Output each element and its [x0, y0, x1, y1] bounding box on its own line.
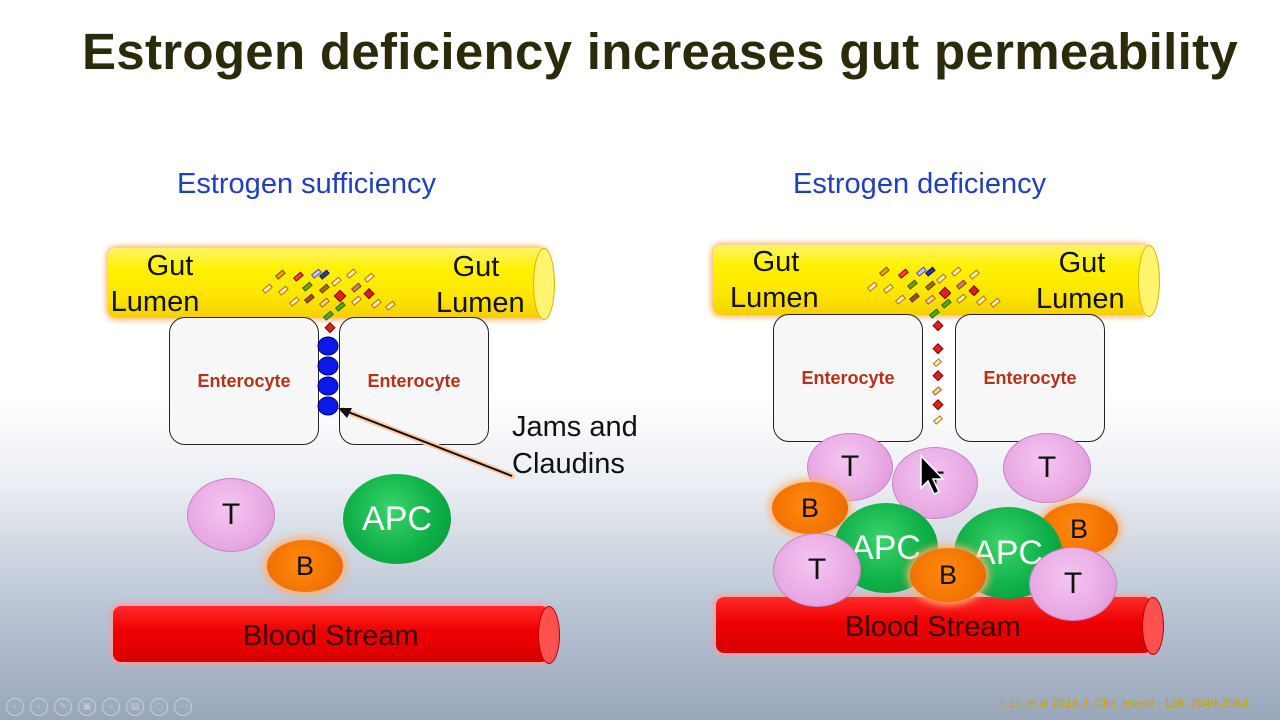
right-gut-label-2-line1: Gut: [1058, 247, 1106, 279]
left-gut-label-1-line2: Lumen: [110, 286, 200, 318]
mouse-cursor-icon: [920, 454, 945, 495]
left-enterocyte-1-label: Enterocyte: [197, 370, 291, 391]
left-enterocyte-2-label: Enterocyte: [367, 370, 461, 391]
presenter-toolbar: ‹ › ✎ ▣ ⌕ ▤ ◌ ⋯: [6, 698, 192, 716]
right-b-cell-1: B: [772, 482, 848, 534]
slide-title: Estrogen deficiency increases gut permea…: [81, 23, 1239, 80]
left-gut-label-1-line1: Gut: [146, 250, 194, 282]
right-enterocyte-2-label: Enterocyte: [983, 367, 1077, 388]
left-gut-tube-end: [533, 248, 555, 320]
laser-icon[interactable]: ◌: [150, 698, 168, 716]
right-gut-label-2-line2: Lumen: [1036, 283, 1125, 315]
right-gut-tube-end: [1138, 245, 1160, 317]
left-gut-particles: [261, 268, 396, 334]
right-b-cell-3: B: [910, 548, 986, 602]
zoom-icon[interactable]: ⌕: [102, 698, 120, 716]
subtitles-icon[interactable]: ▤: [126, 698, 144, 716]
junction-proteins: [317, 336, 339, 416]
left-blood-label: Blood Stream: [243, 620, 419, 652]
left-enterocyte-2: Enterocyte: [339, 317, 489, 445]
junction-arrow: [338, 407, 515, 479]
right-gut-label-2: Gut Lumen: [1036, 245, 1125, 317]
slides-icon[interactable]: ▣: [78, 698, 96, 716]
left-blood-stream-tube: [113, 606, 549, 662]
left-gut-lumen-tube: [108, 248, 546, 318]
tight-junction-label-line2: Claudins: [512, 448, 625, 480]
more-icon[interactable]: ⋯: [174, 698, 192, 716]
right-t-cell-5: T: [1029, 547, 1117, 621]
right-enterocyte-1-label: Enterocyte: [801, 367, 895, 388]
left-panel-heading: Estrogen sufficiency: [177, 168, 436, 200]
right-gut-lumen-tube: [713, 245, 1149, 315]
citation: J. Li, et al 2016 J. Clin. Invest . 126:…: [997, 696, 1248, 710]
right-gut-particles: [866, 266, 1001, 319]
next-icon[interactable]: ›: [30, 698, 48, 716]
right-gut-label-1: Gut Lumen: [730, 244, 819, 316]
tight-junction-label: Jams and Claudins: [512, 409, 638, 483]
right-blood-tube-end: [1142, 597, 1164, 655]
left-apc-cell: APC: [343, 474, 451, 564]
right-t-cell-4: T: [773, 533, 861, 607]
left-t-cell: T: [187, 478, 275, 552]
left-gut-label-2-line1: Gut: [452, 251, 500, 283]
left-blood-tube-end: [538, 606, 560, 664]
right-blood-label: Blood Stream: [845, 611, 1021, 643]
prev-icon[interactable]: ‹: [6, 698, 24, 716]
left-b-cell: B: [267, 540, 343, 592]
right-gut-label-1-line2: Lumen: [730, 282, 819, 314]
pen-icon[interactable]: ✎: [54, 698, 72, 716]
right-gut-label-1-line1: Gut: [752, 246, 800, 278]
right-enterocyte-1: Enterocyte: [773, 314, 923, 442]
left-enterocyte-1: Enterocyte: [169, 317, 319, 445]
right-enterocyte-2: Enterocyte: [955, 314, 1105, 442]
right-panel-heading: Estrogen deficiency: [793, 168, 1047, 200]
leaking-particles: [931, 320, 944, 425]
right-t-cell-2: T: [1003, 433, 1091, 503]
tight-junction-label-line1: Jams and: [512, 411, 638, 443]
left-gut-label-1: Gut Lumen: [111, 248, 200, 320]
